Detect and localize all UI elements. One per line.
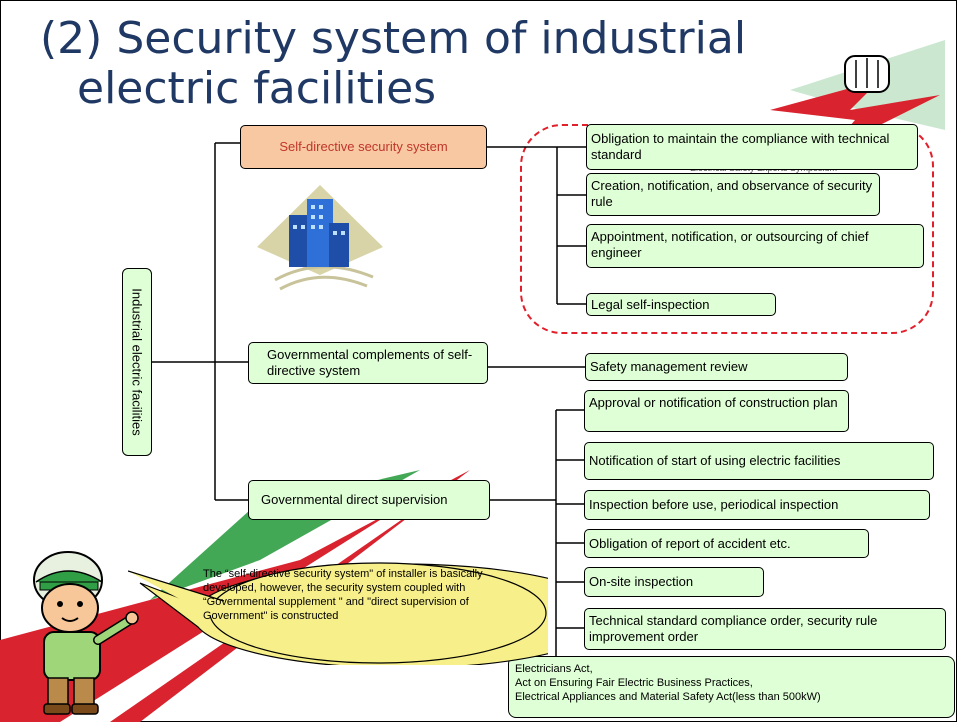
root-label: Industrial electric facilities [129,288,145,436]
branch-self-directive-label: Self-directive security system [279,139,448,154]
complement-item: Safety management review [585,353,848,381]
branch-self-directive: Self-directive security system [240,125,487,169]
self-directive-item: Obligation to maintain the compliance wi… [586,124,918,170]
speech-bubble [128,562,548,665]
item-label: Approval or notification of construction… [589,395,838,410]
item-label: Creation, notification, and observance o… [591,178,873,209]
direct-supervision-item: Technical standard compliance order, sec… [584,608,946,650]
self-directive-item: Appointment, notification, or outsourcin… [586,224,924,268]
speech-bubble-text: The “self-directive security system" of … [203,568,483,622]
item-label: On-site inspection [589,574,694,589]
item-label: Obligation of report of accident etc. [589,535,791,551]
item-label: Obligation to maintain the compliance wi… [591,131,890,162]
direct-supervision-item: Approval or notification of construction… [584,390,849,432]
page-title: (2) Security system of industrial electr… [40,14,800,114]
item-label: Technical standard compliance order, sec… [589,613,878,644]
item-label: Legal self-inspection [591,296,710,312]
root-node: Industrial electric facilities [122,268,152,456]
self-directive-item: Creation, notification, and observance o… [586,173,880,216]
law-line: Electrical Appliances and Material Safet… [515,691,821,703]
direct-supervision-item: On-site inspection [584,567,764,597]
direct-supervision-item: Inspection before use, periodical inspec… [584,490,930,520]
branch-governmental-complements: Governmental complements of self-directi… [248,342,488,384]
building-icon [257,185,383,291]
direct-supervision-item: Obligation of report of accident etc. [584,529,869,558]
self-directive-item: Legal self-inspection [586,293,776,316]
law-line: Act on Ensuring Fair Electric Business P… [515,677,753,689]
law-line: Electricians Act, [515,663,593,675]
title-line-1: (2) Security system of industrial [40,13,747,64]
branch-direct-label: Governmental direct supervision [261,492,448,507]
branch-direct-supervision: Governmental direct supervision [248,480,490,520]
direct-supervision-item: Notification of start of using electric … [584,442,934,480]
branch-complements-label: Governmental complements of self-directi… [267,347,473,378]
item-label: Notification of start of using electric … [589,453,841,468]
item-label: Appointment, notification, or outsourcin… [591,229,869,260]
item-label: Inspection before use, periodical inspec… [589,497,839,512]
item-label: Safety management review [590,359,748,374]
worker-character-icon [33,551,139,715]
laws-box: Electricians Act, Act on Ensuring Fair E… [508,656,955,718]
title-line-2: electric facilities [77,63,437,114]
